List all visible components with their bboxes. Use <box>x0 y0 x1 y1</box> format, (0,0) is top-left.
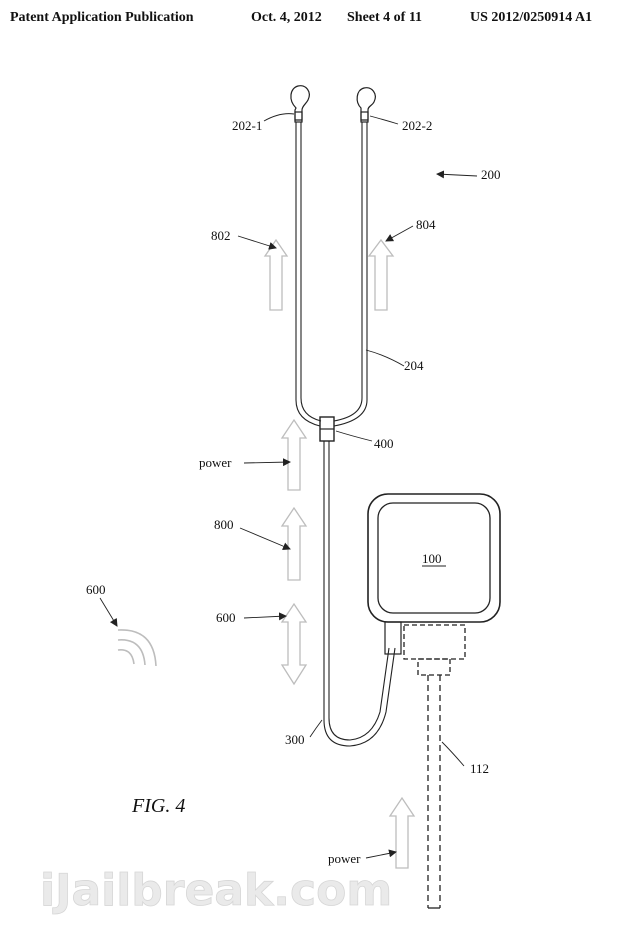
wireless-signal-icon <box>117 629 157 667</box>
label-800: 800 <box>214 517 234 532</box>
headset-cable <box>295 122 368 427</box>
label-600-wireless: 600 <box>86 582 106 597</box>
device-100 <box>367 493 501 655</box>
label-804: 804 <box>416 217 436 232</box>
label-600-arrow: 600 <box>216 610 236 625</box>
label-power-top: power <box>199 455 232 470</box>
label-400: 400 <box>374 436 394 451</box>
header-publication-title: Patent Application Publication <box>10 10 194 25</box>
leader-lines <box>99 113 478 859</box>
earbud-left-icon <box>290 85 310 123</box>
header-sheet: Sheet 4 of 11 <box>347 10 423 25</box>
main-cable <box>323 441 396 747</box>
label-power-bottom: power <box>328 851 361 866</box>
label-204: 204 <box>404 358 424 373</box>
hollow-arrow-804 <box>367 238 395 311</box>
power-adapter <box>403 624 466 909</box>
header-patent-number: US 2012/0250914 A1 <box>470 10 593 25</box>
header-date: Oct. 4, 2012 <box>251 10 322 25</box>
earbud-right-icon <box>356 87 376 123</box>
label-100: 100 <box>422 551 442 566</box>
label-112: 112 <box>470 761 489 776</box>
hollow-arrow-800 <box>280 506 308 581</box>
label-300: 300 <box>285 732 305 747</box>
double-arrow-600 <box>280 602 308 686</box>
hollow-arrow-802 <box>263 238 289 311</box>
hollow-arrow-power-top <box>280 418 308 491</box>
watermark-text: iJailbreak.com <box>40 865 392 916</box>
label-202-2: 202-2 <box>402 118 432 133</box>
label-202-1: 202-1 <box>232 118 262 133</box>
label-802: 802 <box>211 228 231 243</box>
hollow-arrow-power-bottom <box>388 796 416 869</box>
connector-400 <box>319 416 335 442</box>
label-200: 200 <box>481 167 501 182</box>
figure-caption: FIG. 4 <box>131 795 185 817</box>
